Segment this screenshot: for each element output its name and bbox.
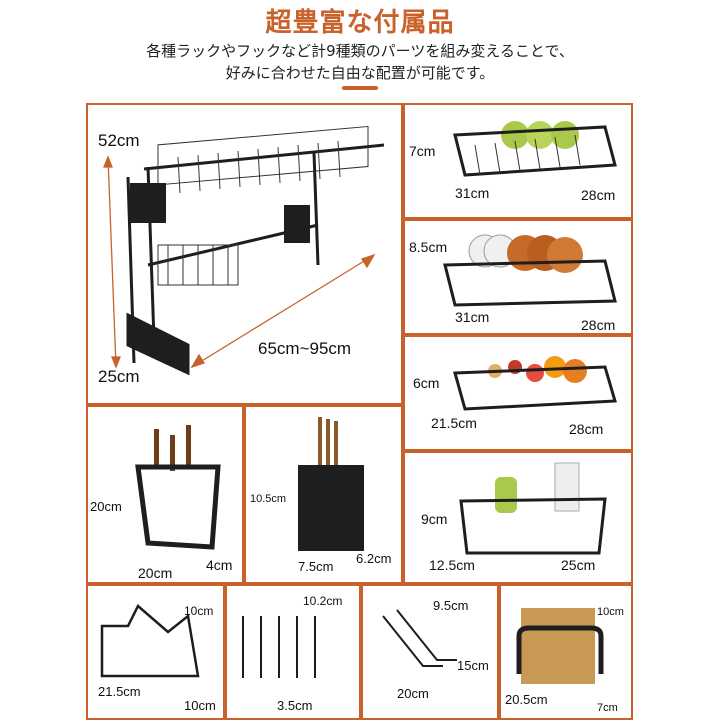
lid-holder-illustration <box>100 604 200 678</box>
lid-holder-width-label: 21.5cm <box>98 684 141 699</box>
plate-rack-small-panel: 7cm 31cm 28cm <box>403 103 633 219</box>
plate-rack-large-panel: 8.5cm 31cm 28cm <box>403 219 633 335</box>
main-rack-panel: 52cm 25cm 65cm~95cm <box>86 103 403 405</box>
cup-holder-top-label: 9.5cm <box>433 598 469 613</box>
lid-holder-depth-label: 10cm <box>184 698 216 713</box>
cup-holder-width-label: 20cm <box>397 686 429 701</box>
s-hooks-illustration <box>242 616 316 678</box>
s-hooks-height-label: 10.2cm <box>303 594 343 608</box>
food-basket-illustration <box>453 356 617 411</box>
knife-holder-height-label: 20cm <box>90 499 122 514</box>
s-hooks-panel: 10.2cm 3.5cm <box>225 584 361 720</box>
utensil-holder-illustration <box>298 417 364 551</box>
main-depth-label: 25cm <box>98 367 140 386</box>
utensil-holder-panel: 10.5cm 7.5cm 6.2cm <box>244 405 403 584</box>
knife-holder-depth-label: 4cm <box>206 557 233 573</box>
knife-holder-panel: 20cm 20cm 4cm <box>86 405 244 584</box>
food-basket-width-label: 28cm <box>569 421 604 437</box>
main-height-label: 52cm <box>98 131 140 150</box>
large-rack-length-label: 31cm <box>455 309 490 325</box>
food-basket-length-label: 21.5cm <box>431 415 477 431</box>
cup-holder-panel: 9.5cm 15cm 20cm <box>361 584 499 720</box>
board-holder-illustration <box>516 608 604 684</box>
bottle-basket-illustration <box>459 462 607 555</box>
small-rack-height-label: 7cm <box>409 143 436 159</box>
cup-holder-height-label: 15cm <box>457 658 489 673</box>
main-rack-illustration <box>103 125 385 376</box>
utensil-holder-width-label: 7.5cm <box>298 559 334 574</box>
bottle-basket-height-label: 9cm <box>421 511 448 527</box>
main-width-label: 65cm~95cm <box>258 339 352 358</box>
large-rack-width-label: 28cm <box>581 317 616 333</box>
subtitle-line-2: 好みに合わせた自由な配置が可能です。 <box>225 64 495 82</box>
large-rack-height-label: 8.5cm <box>409 239 448 255</box>
page-title: 超豊富な付属品 <box>265 8 455 38</box>
board-holder-panel: 10cm 20.5cm 7cm <box>499 584 633 720</box>
knife-holder-illustration <box>135 425 221 550</box>
food-basket-panel: 6cm 21.5cm 28cm <box>403 335 633 451</box>
lid-holder-panel: 10cm 21.5cm 10cm <box>86 584 225 720</box>
board-holder-depth-label: 7cm <box>597 702 618 714</box>
cup-holder-illustration <box>382 609 457 667</box>
plate-rack-large-illustration <box>443 234 617 307</box>
small-rack-width-label: 28cm <box>581 187 616 203</box>
subtitle-line-1: 各種ラックやフックなど計9種類のパーツを組み変えることで、 <box>146 42 574 60</box>
bottle-basket-depth-label: 12.5cm <box>429 557 475 573</box>
title-accent-bar <box>342 86 378 90</box>
board-holder-height-label: 10cm <box>597 606 624 618</box>
bottle-basket-panel: 9cm 12.5cm 25cm <box>403 451 633 584</box>
board-holder-width-label: 20.5cm <box>505 692 548 707</box>
utensil-holder-height-label: 10.5cm <box>250 493 287 505</box>
s-hooks-width-label: 3.5cm <box>277 698 313 713</box>
plate-rack-small-illustration <box>453 121 617 177</box>
bottle-basket-width-label: 25cm <box>561 557 596 573</box>
small-rack-length-label: 31cm <box>455 185 490 201</box>
knife-holder-width-label: 20cm <box>138 565 173 581</box>
utensil-holder-depth-label: 6.2cm <box>356 551 392 566</box>
lid-holder-height-label: 10cm <box>184 604 214 618</box>
food-basket-height-label: 6cm <box>413 375 440 391</box>
